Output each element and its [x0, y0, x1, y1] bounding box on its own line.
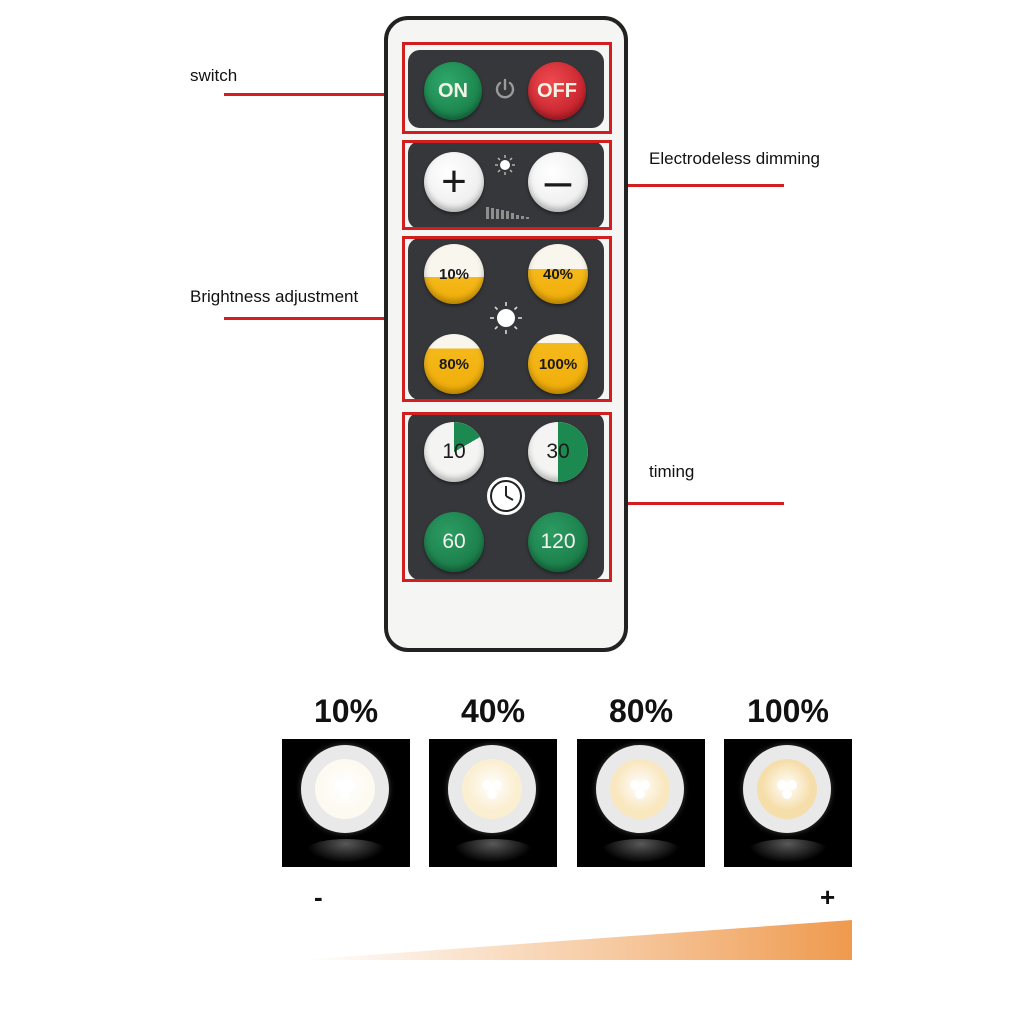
- demo-light-100: [724, 739, 852, 867]
- timer-60-label: 60: [442, 530, 466, 553]
- timer-10-button[interactable]: 10: [424, 422, 484, 482]
- light-reflection: [748, 839, 828, 863]
- brightness-minus-button[interactable]: –: [528, 152, 588, 212]
- light-glow: [610, 759, 670, 819]
- light-glow: [462, 759, 522, 819]
- demo-heading-100: 100%: [747, 693, 829, 729]
- demo-heading-80: 80%: [608, 693, 674, 729]
- light-glow: [757, 759, 817, 819]
- brightness-10-button[interactable]: 10%: [424, 244, 484, 304]
- light-puck: [448, 745, 536, 833]
- clock-icon: [484, 474, 528, 518]
- timer-30-button[interactable]: 30: [528, 422, 588, 482]
- demo-light-80: [577, 739, 705, 867]
- timer-120-label: 120: [540, 530, 576, 553]
- light-puck: [301, 745, 389, 833]
- demo-heading-10: 10%: [313, 693, 379, 729]
- light-reflection: [601, 839, 681, 863]
- brightness-80-button[interactable]: 80%: [424, 334, 484, 394]
- demo-light-10: [282, 739, 410, 867]
- remote-control: ON OFF + – 10% 40% 80% 100% 10 30 60 120: [384, 16, 628, 652]
- brightness-plus-button[interactable]: +: [424, 152, 484, 212]
- light-glow: [315, 759, 375, 819]
- power-icon: [494, 78, 516, 100]
- brightness-highlight: [402, 236, 612, 402]
- plus-sign: +: [820, 882, 836, 912]
- sun-icon: [494, 154, 516, 176]
- light-reflection: [306, 839, 386, 863]
- light-puck: [743, 745, 831, 833]
- light-puck: [596, 745, 684, 833]
- timer-120-button[interactable]: 120: [528, 512, 588, 572]
- timer-30-progress: [528, 422, 588, 482]
- annotation-line-dimming: [610, 184, 784, 187]
- light-reflection: [453, 839, 533, 863]
- off-button[interactable]: OFF: [528, 62, 586, 120]
- brightness-100-button[interactable]: 100%: [528, 334, 588, 394]
- timer-30-label: 30: [546, 440, 570, 463]
- on-button[interactable]: ON: [424, 62, 482, 120]
- timer-60-button[interactable]: 60: [424, 512, 484, 572]
- brightness-ramp: [300, 920, 852, 960]
- timing-highlight: [402, 412, 612, 582]
- annotation-brightness: Brightness adjustment: [190, 287, 359, 306]
- switch-highlight: [402, 42, 612, 134]
- brightness-40-button[interactable]: 40%: [528, 244, 588, 304]
- annotation-timing: timing: [649, 462, 695, 481]
- dimming-highlight: [402, 140, 612, 230]
- brightness-sun-icon: [488, 300, 524, 336]
- demo-heading-40: 40%: [460, 693, 526, 729]
- demo-light-40: [429, 739, 557, 867]
- annotation-switch: switch: [190, 66, 238, 85]
- annotation-line-switch: [224, 93, 402, 96]
- timer-10-label: 10: [442, 440, 466, 463]
- minus-sign: -: [314, 882, 323, 912]
- annotation-dimming: Electrodeless dimming: [649, 149, 821, 168]
- timer-10-progress: [424, 422, 484, 482]
- brightness-bars-icon: [486, 206, 530, 219]
- annotation-line-timing: [610, 502, 784, 505]
- annotation-line-brightness: [224, 317, 402, 320]
